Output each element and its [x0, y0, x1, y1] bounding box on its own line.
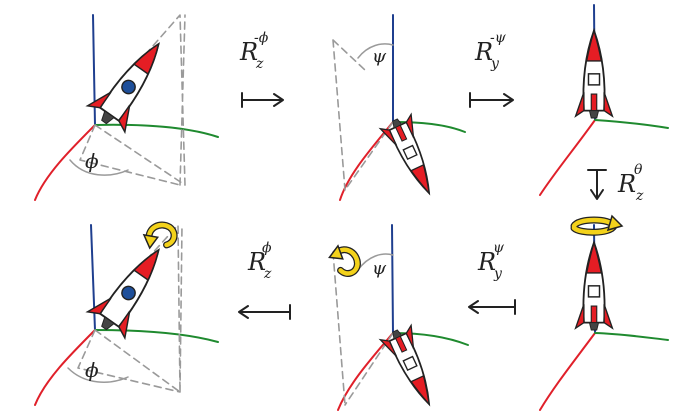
panel-1: ϕ	[34, 14, 219, 201]
panel-5: ψ	[327, 224, 469, 413]
step-1-sup: -ϕ	[254, 30, 269, 46]
step-4-sub: y	[493, 266, 503, 282]
step-3-arrow	[587, 169, 607, 200]
step-2-base: R	[474, 38, 493, 66]
step-3-sup: θ	[634, 162, 643, 178]
phi-arc	[69, 159, 129, 176]
step-4: R y ψ	[468, 240, 516, 315]
step-4-base: R	[477, 248, 496, 276]
spin-arrow-icon	[570, 214, 624, 236]
y-axis	[594, 332, 669, 341]
panel-4	[539, 214, 669, 411]
step-5-arrow	[238, 304, 291, 320]
step-5: R z ϕ	[238, 240, 291, 320]
phi-arc	[67, 367, 129, 383]
rocket	[84, 30, 179, 137]
panel-2: ψ	[332, 14, 466, 202]
step-2-sub: y	[490, 56, 500, 72]
step-5-base: R	[247, 248, 266, 276]
phi-label: ϕ	[85, 358, 99, 382]
psi-label: ψ	[372, 258, 387, 279]
step-5-sup: ϕ	[262, 240, 272, 256]
guide-lines	[77, 224, 183, 393]
spin-arrow-icon	[327, 241, 361, 278]
step-1: R z -ϕ	[239, 30, 284, 108]
x-axis	[539, 332, 596, 411]
step-2-arrow	[469, 92, 514, 108]
step-3-base: R	[617, 170, 636, 198]
x-axis	[34, 329, 96, 406]
step-2-sup: -ψ	[490, 30, 507, 46]
psi-label: ψ	[372, 46, 387, 67]
z-axis	[92, 14, 96, 126]
psi-arc	[357, 43, 394, 59]
step-3-sub: z	[635, 188, 644, 204]
y-axis	[594, 119, 669, 129]
step-1-arrow	[241, 92, 284, 108]
panel-3	[539, 4, 669, 196]
y-axis	[94, 329, 219, 343]
step-4-sup: ψ	[493, 240, 505, 256]
y-axis	[94, 123, 219, 138]
panel-6: ϕ	[34, 222, 219, 406]
step-2: R y -ψ	[469, 30, 514, 108]
z-axis	[391, 224, 394, 334]
step-1-base: R	[239, 38, 258, 66]
step-5-sub: z	[263, 266, 272, 282]
z-axis	[90, 224, 96, 331]
x-axis	[539, 119, 596, 196]
step-3: R z θ	[587, 162, 644, 204]
phi-label: ϕ	[85, 149, 99, 173]
rocket	[574, 29, 614, 119]
rocket	[84, 236, 179, 343]
step-4-arrow	[468, 299, 516, 315]
y-axis	[392, 332, 469, 346]
psi-arc	[357, 253, 394, 271]
y-axis	[392, 121, 466, 133]
step-1-sub: z	[255, 56, 264, 72]
x-axis	[34, 124, 96, 201]
spin-arrow-icon	[142, 222, 176, 252]
rocket	[574, 241, 614, 331]
